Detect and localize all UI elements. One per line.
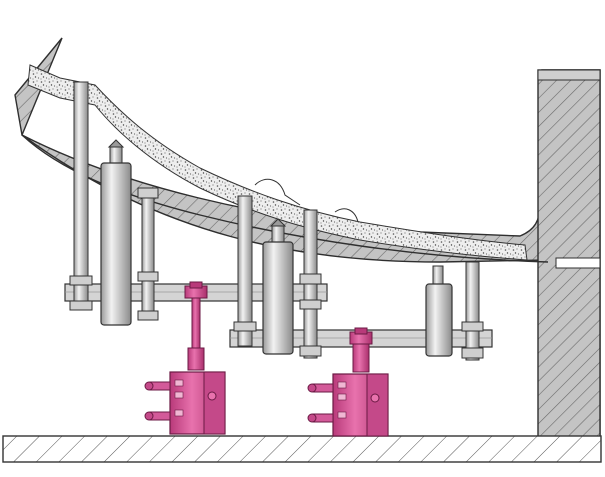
support-rod [69,81,93,311]
hydraulic-valve-block [144,371,226,435]
hydraulic-cylinder [262,218,294,355]
hydraulic-valve-block [307,373,389,437]
hydraulic-jack [349,327,373,373]
hydraulic-cylinder [425,265,453,357]
hydraulic-cylinder [100,139,132,326]
hydraulic-jack [184,281,208,371]
support-rod [137,187,159,321]
support-rod [299,209,322,359]
foundation-slab [2,435,602,463]
support-rod [233,195,257,347]
support-rod [461,261,484,361]
